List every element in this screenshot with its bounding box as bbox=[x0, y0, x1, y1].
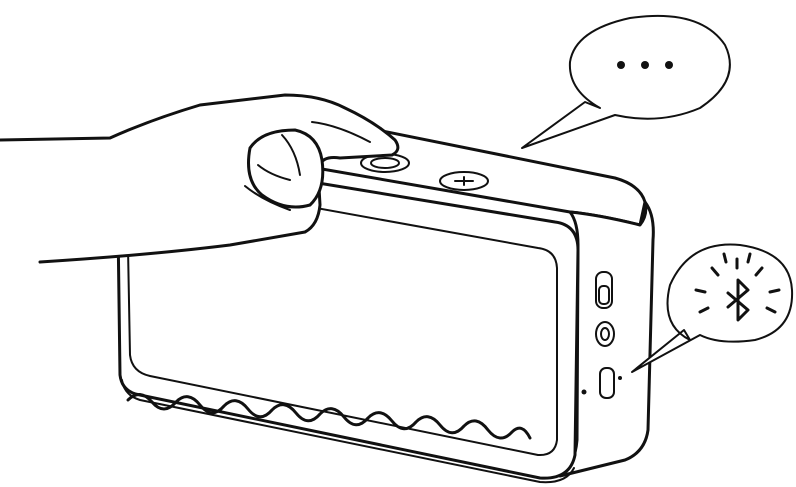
ellipsis-dot bbox=[617, 61, 625, 69]
ellipsis-dot bbox=[641, 61, 649, 69]
mic-hole bbox=[582, 390, 587, 395]
usb-port bbox=[600, 368, 614, 398]
ellipsis-dot bbox=[665, 61, 673, 69]
bluetooth-button-inner bbox=[371, 158, 399, 168]
speech-bubble-bluetooth bbox=[632, 245, 792, 373]
speech-bubble-ellipsis bbox=[522, 16, 730, 148]
